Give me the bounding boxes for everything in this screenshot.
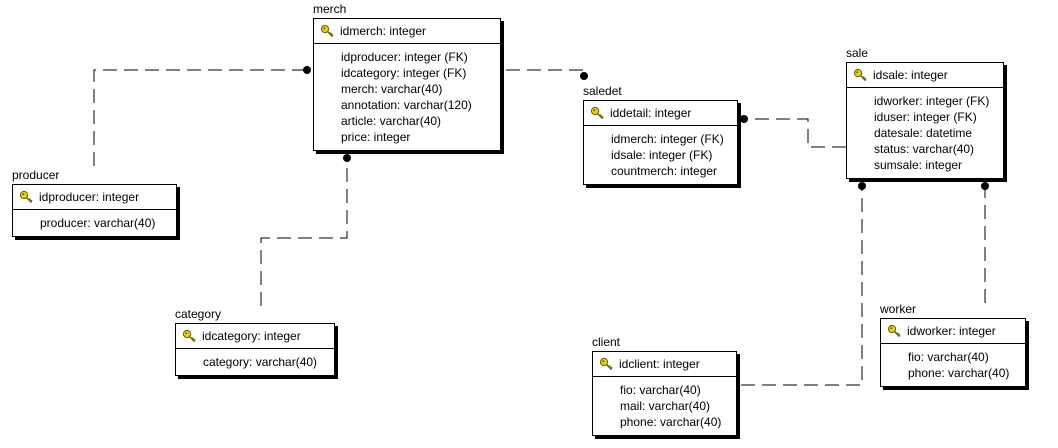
key-icon xyxy=(853,68,867,82)
entity-box[interactable]: idclient: integer fio: varchar(40) mail:… xyxy=(592,351,737,436)
primary-key: idclient: integer xyxy=(619,357,700,371)
entity-name: client xyxy=(592,335,621,349)
entity-name: category xyxy=(175,307,222,321)
primary-key-row: idclient: integer xyxy=(593,352,736,377)
primary-key: idworker: integer xyxy=(907,324,996,338)
entity-name: worker xyxy=(880,302,917,316)
entity-name: merch xyxy=(313,2,347,16)
attribute: phone: varchar(40) xyxy=(620,415,722,429)
primary-key-row: idmerch: integer xyxy=(314,19,500,44)
rel-dot-category-merch xyxy=(343,154,351,162)
attribute: idcategory: integer (FK) xyxy=(341,66,467,80)
key-icon xyxy=(599,357,613,371)
attribute: category: varchar(40) xyxy=(203,355,318,369)
rel-sale-saledet xyxy=(744,118,846,148)
entity-category[interactable]: category idcategory: integer category: v… xyxy=(175,308,335,376)
rel-dot-client-sale xyxy=(858,182,866,190)
entity-box[interactable]: idmerch: integer idproducer: integer (FK… xyxy=(313,18,501,151)
attribute: article: varchar(40) xyxy=(341,114,442,128)
entity-worker[interactable]: worker idworker: integer fio: varchar(40… xyxy=(880,303,1026,387)
key-icon xyxy=(887,324,901,338)
attribute: iduser: integer (FK) xyxy=(874,110,977,124)
attribute: mail: varchar(40) xyxy=(620,399,711,413)
rel-producer-merch xyxy=(93,69,307,166)
attribute: idworker: integer (FK) xyxy=(874,94,990,108)
entity-sale[interactable]: sale idsale: integer idworker: integer (… xyxy=(846,47,1004,179)
attribute: datesale: datetime xyxy=(874,126,973,140)
primary-key-row: idsale: integer xyxy=(847,63,1003,88)
entity-box[interactable]: idproducer: integer producer: varchar(40… xyxy=(12,184,177,237)
primary-key-row: iddetail: integer xyxy=(584,101,737,126)
rel-dot-merch-saledet xyxy=(580,72,588,80)
rel-category-merch xyxy=(260,158,348,306)
primary-key: idproducer: integer xyxy=(39,190,140,204)
entity-box[interactable]: idcategory: integer category: varchar(40… xyxy=(175,323,335,376)
primary-key-row: idworker: integer xyxy=(881,319,1025,344)
entity-merch[interactable]: merch idmerch: integer idproducer: integ… xyxy=(313,3,501,151)
key-icon xyxy=(19,190,33,204)
entity-name: producer xyxy=(12,168,60,182)
attribute: idsale: integer (FK) xyxy=(611,148,713,162)
rel-dot-sale-saledet xyxy=(740,115,748,123)
key-icon xyxy=(182,329,196,343)
entity-box[interactable]: idsale: integer idworker: integer (FK) i… xyxy=(846,62,1004,179)
attribute: idproducer: integer (FK) xyxy=(341,50,468,64)
rel-client-sale xyxy=(741,186,863,386)
entity-box[interactable]: idworker: integer fio: varchar(40) phone… xyxy=(880,318,1026,387)
entity-name: saledet xyxy=(583,84,622,98)
attribute: annotation: varchar(120) xyxy=(341,98,472,112)
attribute: idmerch: integer (FK) xyxy=(611,132,724,146)
primary-key: idsale: integer xyxy=(873,68,948,82)
entity-name: sale xyxy=(846,46,869,60)
primary-key: idcategory: integer xyxy=(202,329,301,343)
entity-saledet[interactable]: saledet iddetail: integer idmerch: integ… xyxy=(583,85,738,185)
rel-merch-saledet xyxy=(506,69,585,76)
entity-box[interactable]: iddetail: integer idmerch: integer (FK) … xyxy=(583,100,738,185)
attribute: countmerch: integer xyxy=(611,164,718,178)
entity-producer[interactable]: producer idproducer: integer producer: v… xyxy=(12,169,177,237)
attribute: phone: varchar(40) xyxy=(908,366,1010,380)
attribute: status: varchar(40) xyxy=(874,142,975,156)
key-icon xyxy=(590,106,604,120)
primary-key-row: idcategory: integer xyxy=(176,324,334,349)
attribute: producer: varchar(40) xyxy=(40,216,156,230)
rel-dot-worker-sale xyxy=(981,182,989,190)
primary-key: idmerch: integer xyxy=(340,24,427,38)
attribute: fio: varchar(40) xyxy=(908,350,989,364)
key-icon xyxy=(320,24,334,38)
attribute: merch: varchar(40) xyxy=(341,82,443,96)
primary-key: iddetail: integer xyxy=(610,106,692,120)
attribute: price: integer xyxy=(341,130,411,144)
attribute: sumsale: integer xyxy=(874,158,963,172)
entity-client[interactable]: client idclient: integer fio: varchar(40… xyxy=(592,336,737,436)
attribute: fio: varchar(40) xyxy=(620,383,701,397)
primary-key-row: idproducer: integer xyxy=(13,185,176,210)
rel-dot-producer-merch xyxy=(303,66,311,74)
